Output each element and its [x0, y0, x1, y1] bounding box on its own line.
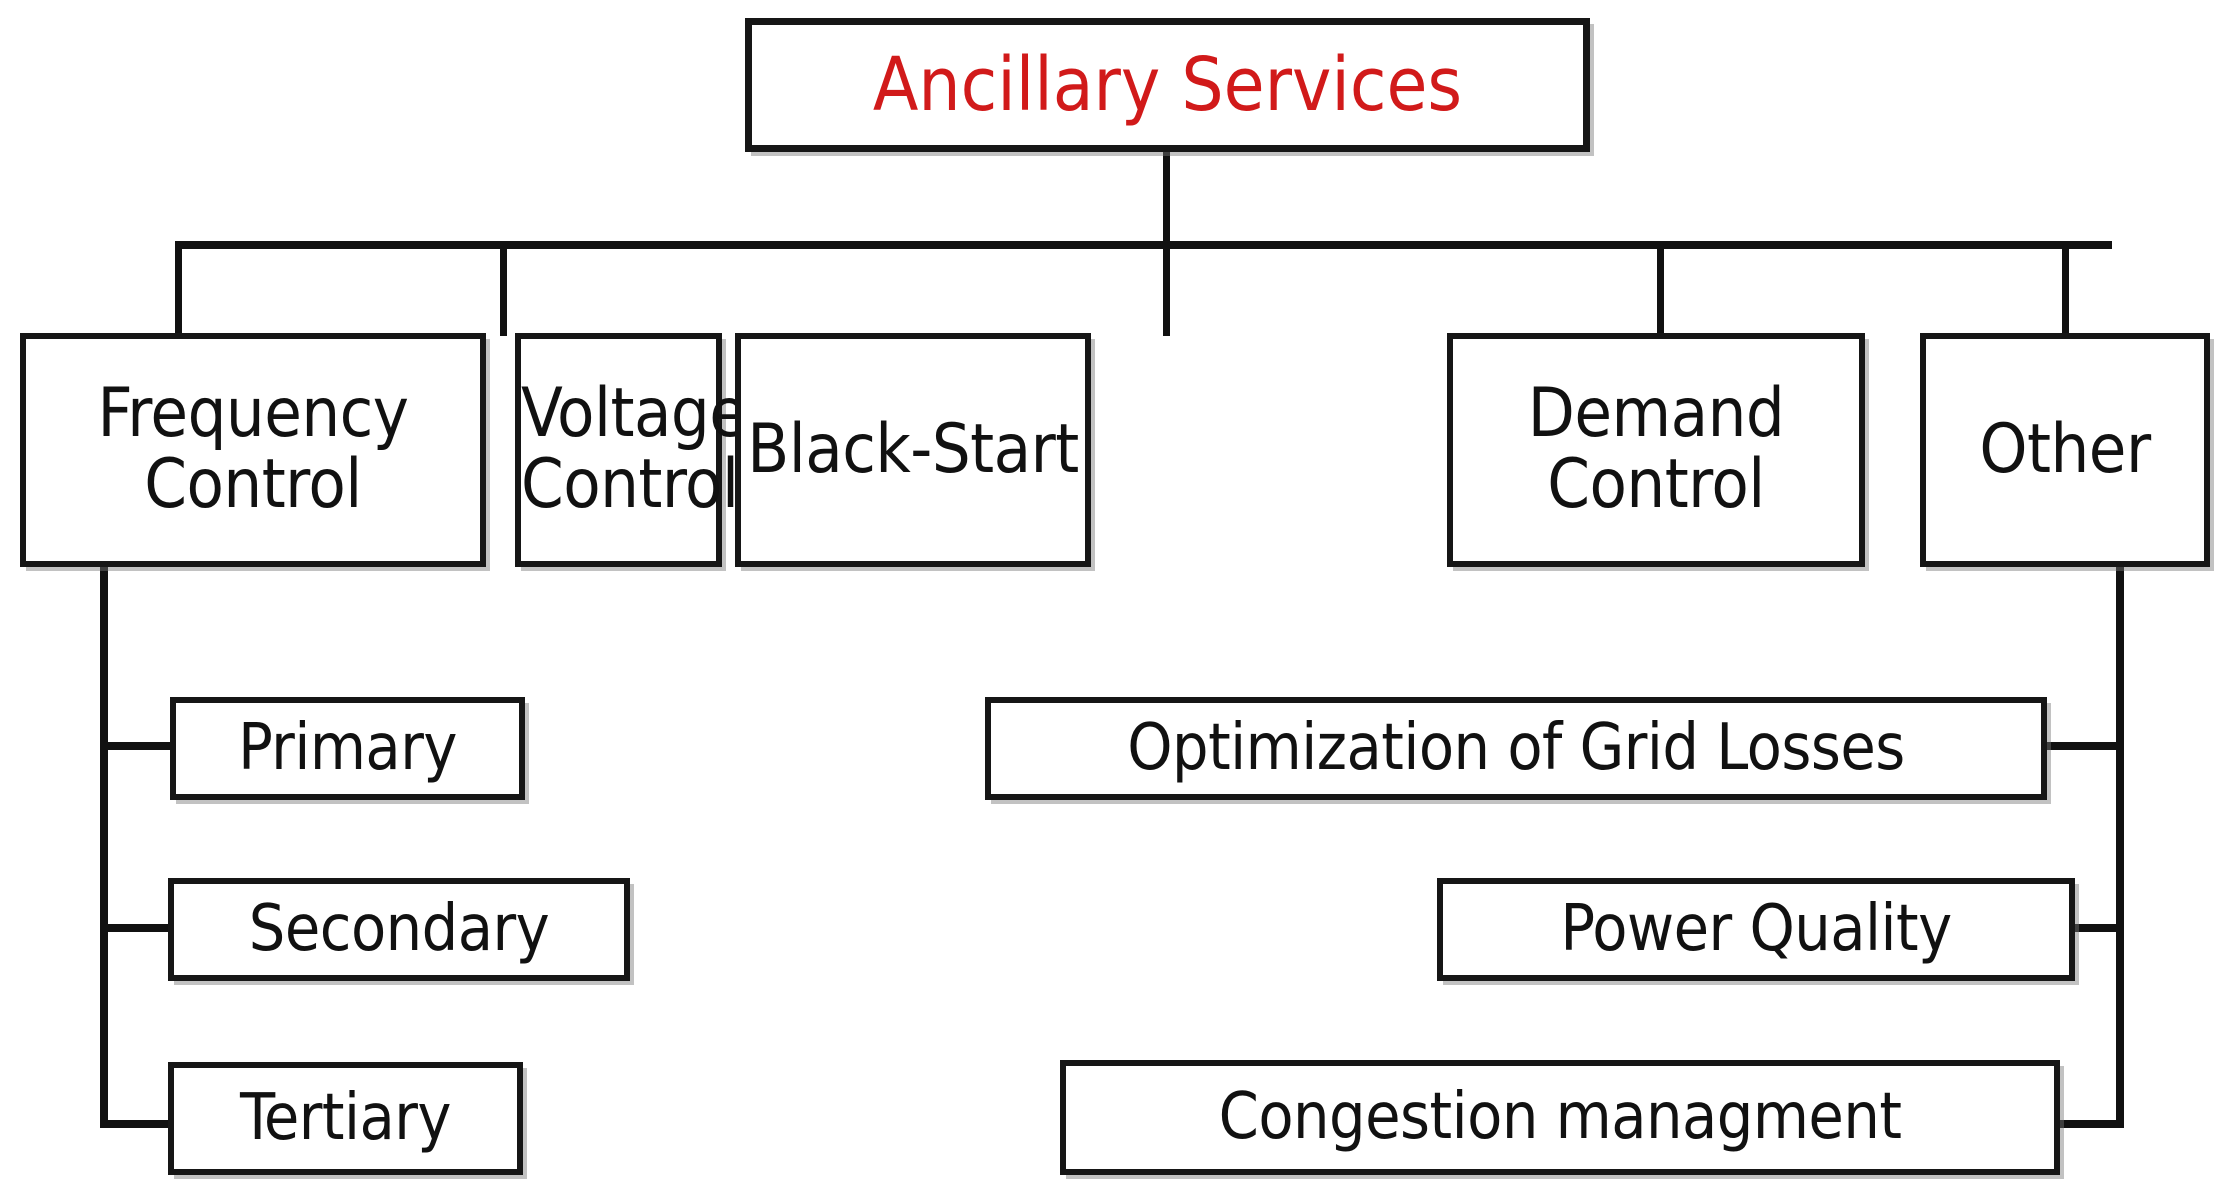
connector-drop-other — [2062, 241, 2069, 336]
connector-branch-primary — [100, 742, 176, 750]
connector-level2-bus — [175, 241, 2112, 249]
node-other[interactable]: Other — [1920, 333, 2210, 567]
node-ancillary-services[interactable]: Ancillary Services — [745, 18, 1590, 152]
node-optimization-of-grid-losses[interactable]: Optimization of Grid Losses — [985, 697, 2047, 800]
node-demand-control[interactable]: Demand Control — [1447, 333, 1865, 567]
connector-branch-optimization — [2042, 742, 2122, 750]
node-label: Primary — [238, 711, 457, 786]
node-congestion-managment[interactable]: Congestion managment — [1060, 1060, 2060, 1175]
node-secondary[interactable]: Secondary — [168, 878, 630, 981]
node-primary[interactable]: Primary — [170, 697, 525, 800]
connector-drop-black-start — [1163, 241, 1170, 336]
node-black-start[interactable]: Black-Start — [735, 333, 1091, 567]
node-label: Congestion managment — [1218, 1080, 1902, 1155]
connector-drop-voltage-control — [500, 241, 507, 336]
node-label: Demand Control — [1527, 374, 1785, 524]
connector-branch-congestion — [2054, 1120, 2122, 1128]
node-label: Optimization of Grid Losses — [1127, 711, 1905, 786]
node-label: Secondary — [248, 892, 550, 967]
connector-other-spine-stem — [2116, 567, 2124, 597]
node-voltage-control[interactable]: Voltage Control — [515, 333, 747, 567]
connector-branch-power-quality — [2070, 924, 2122, 932]
connector-branch-secondary — [100, 924, 174, 932]
node-label: Power Quality — [1560, 892, 1952, 967]
connector-other-spine — [2116, 590, 2124, 1128]
connector-frequency-spine-stem — [100, 567, 108, 597]
connector-branch-tertiary — [100, 1120, 174, 1128]
connector-root-stem — [1163, 152, 1170, 248]
node-tertiary[interactable]: Tertiary — [168, 1062, 523, 1175]
node-power-quality[interactable]: Power Quality — [1437, 878, 2075, 981]
node-label: Frequency Control — [97, 374, 409, 524]
node-label: Ancillary Services — [872, 41, 1463, 128]
node-frequency-control[interactable]: Frequency Control — [20, 333, 486, 567]
node-label: Voltage Control — [521, 374, 747, 524]
connector-frequency-spine — [100, 590, 108, 1128]
connector-drop-demand-control — [1657, 241, 1664, 336]
node-label: Other — [1979, 409, 2151, 489]
node-label: Tertiary — [240, 1081, 451, 1156]
node-label: Black-Start — [747, 409, 1079, 489]
connector-drop-frequency-control — [175, 241, 182, 336]
